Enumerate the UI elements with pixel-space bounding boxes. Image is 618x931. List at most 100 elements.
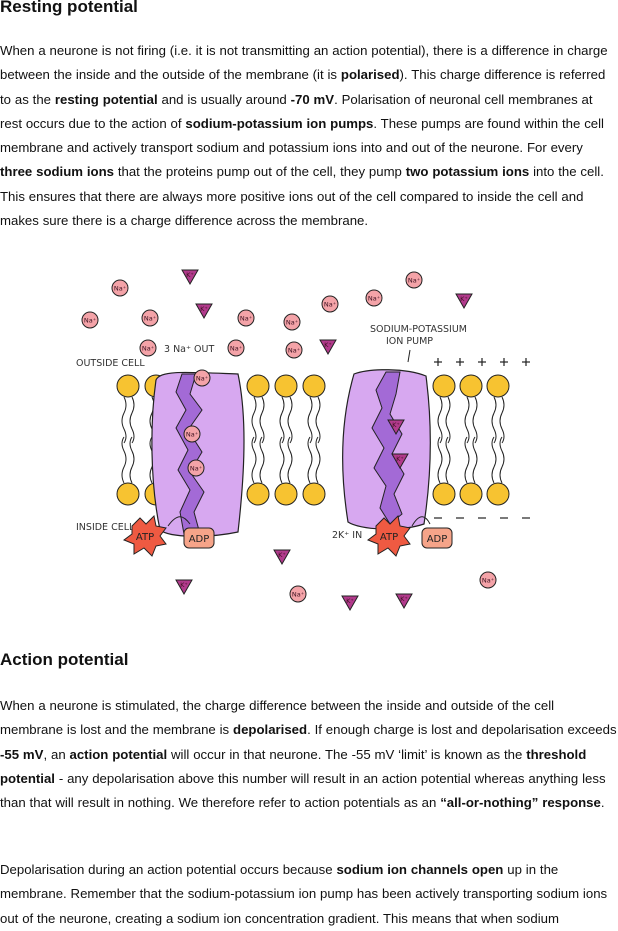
sodium-ion: Na⁺: [227, 339, 245, 357]
sodium-ion: Na⁺: [139, 339, 157, 357]
svg-text:K⁺: K⁺: [460, 295, 468, 303]
atp-label-left: ATP: [136, 532, 154, 543]
lipid-tail: [259, 396, 265, 444]
lipid-tail: [121, 436, 127, 484]
svg-text:Na⁺: Na⁺: [288, 347, 300, 355]
sodium-ion: Na⁺: [183, 425, 201, 443]
lipid-tail: [279, 396, 285, 444]
pump-label-line-2: ION PUMP: [386, 336, 433, 347]
svg-text:Na⁺: Na⁺: [482, 577, 494, 585]
sodium-ion: Na⁺: [405, 271, 423, 289]
lipid-tail: [491, 396, 497, 444]
sodium-potassium-pump-protein: [342, 369, 431, 530]
phospholipid-tails: [121, 396, 505, 484]
adp-box-right: [421, 527, 453, 549]
potassium-ion: K⁺: [175, 579, 193, 596]
paragraph-action-potential-2: Depolarisation during an action potentia…: [0, 862, 608, 926]
lipid-head-top: [116, 374, 140, 398]
potassium-ion: K⁺: [195, 303, 213, 320]
sodium-ion: Na⁺: [321, 295, 339, 313]
lipid-head-top: [302, 374, 326, 398]
svg-text:Na⁺: Na⁺: [286, 319, 298, 327]
svg-text:Na⁺: Na⁺: [324, 301, 336, 309]
svg-text:K⁺: K⁺: [278, 551, 286, 559]
paragraph-action-potential-1: When a neurone is stimulated, the charge…: [0, 698, 617, 811]
lipid-tail: [307, 396, 313, 444]
svg-text:K⁺: K⁺: [392, 421, 400, 429]
lipid-head-bottom: [116, 482, 140, 506]
sodium-ion: Na⁺: [187, 459, 205, 477]
sodium-ion: Na⁺: [365, 289, 383, 307]
potassium-ion: K⁺: [273, 549, 291, 566]
svg-text:Na⁺: Na⁺: [368, 295, 380, 303]
svg-text:Na⁺: Na⁺: [240, 315, 252, 323]
pump-label-line-1: SODIUM-POTASSIUM: [370, 324, 467, 335]
adp-label-right: ADP: [427, 534, 448, 545]
lipid-tail: [499, 436, 505, 484]
paragraph-resting-potential: When a neurone is not firing (i.e. it is…: [0, 43, 608, 229]
lipid-tail: [315, 396, 321, 444]
lipid-head-bottom: [459, 482, 483, 506]
lipid-head-top: [459, 374, 483, 398]
svg-text:K⁺: K⁺: [200, 305, 208, 313]
lipid-tail: [129, 396, 135, 444]
lipid-tail: [287, 436, 293, 484]
svg-text:K⁺: K⁺: [324, 341, 332, 349]
adp-box-left: [183, 527, 215, 549]
lipid-tail: [251, 396, 257, 444]
lipid-tail: [491, 436, 497, 484]
sodium-ion: Na⁺: [283, 313, 301, 331]
lipid-head-bottom: [302, 482, 326, 506]
lipid-head-bottom: [486, 482, 510, 506]
ions: Na⁺ Na⁺ Na⁺ Na⁺ Na⁺ Na⁺ Na⁺ Na⁺ Na⁺ Na⁺ Na⁺ Na⁺ Na⁺ N…: [81, 269, 497, 612]
sodium-ion: Na⁺: [479, 571, 497, 589]
lipid-tail: [129, 436, 135, 484]
svg-text:Na⁺: Na⁺: [144, 315, 156, 323]
sodium-ion: Na⁺: [111, 279, 129, 297]
svg-text:K⁺: K⁺: [346, 597, 354, 605]
positive-charge-signs: [434, 358, 530, 366]
atp-burst-right: ATP: [366, 514, 411, 557]
sodium-channel-protein: [151, 371, 245, 537]
lipid-tail: [307, 436, 313, 484]
lipid-tail: [437, 396, 443, 444]
lipid-head-bottom: [246, 482, 270, 506]
lipid-tail: [499, 396, 505, 444]
potassium-ion: K⁺: [341, 595, 359, 612]
lipid-tail: [121, 396, 127, 444]
svg-text:K⁺: K⁺: [186, 271, 194, 279]
lipid-tail: [445, 436, 451, 484]
lipid-tail: [315, 436, 321, 484]
svg-text:Na⁺: Na⁺: [408, 277, 420, 285]
svg-text:K⁺: K⁺: [400, 595, 408, 603]
svg-text:Na⁺: Na⁺: [114, 285, 126, 293]
lipid-tail: [472, 436, 478, 484]
potassium-ion: K⁺: [395, 593, 413, 610]
svg-text:Na⁺: Na⁺: [84, 317, 96, 325]
lipid-head-top: [246, 374, 270, 398]
sodium-ion: Na⁺: [289, 585, 307, 603]
svg-text:K⁺: K⁺: [396, 455, 404, 463]
lipid-tail: [464, 436, 470, 484]
svg-text:Na⁺: Na⁺: [230, 345, 242, 353]
lipid-tail: [287, 396, 293, 444]
inside-cell-label: INSIDE CELL: [76, 522, 135, 533]
lipid-head-bottom: [432, 482, 456, 506]
sodium-ion: Na⁺: [81, 311, 99, 329]
lipid-tail: [259, 436, 265, 484]
lipid-tail: [251, 436, 257, 484]
resting-potential-diagram: Na⁺ Na⁺ Na⁺ Na⁺ Na⁺ Na⁺ Na⁺ Na⁺ Na⁺ Na⁺ Na⁺ Na⁺ Na⁺ N…: [76, 269, 530, 612]
sodium-ion: Na⁺: [193, 369, 211, 387]
lipid-head-top: [432, 374, 456, 398]
potassium-ion: K⁺: [391, 453, 409, 470]
sodium-ion: Na⁺: [141, 309, 159, 327]
svg-text:Na⁺: Na⁺: [186, 431, 198, 439]
atp-label-right: ATP: [380, 532, 398, 543]
svg-text:Na⁺: Na⁺: [190, 465, 202, 473]
section-title-resting-potential: Resting potential: [0, 0, 138, 16]
svg-text:K⁺: K⁺: [180, 581, 188, 589]
sodium-ion: Na⁺: [285, 341, 303, 359]
lipid-tail: [437, 436, 443, 484]
lipid-tail: [445, 396, 451, 444]
